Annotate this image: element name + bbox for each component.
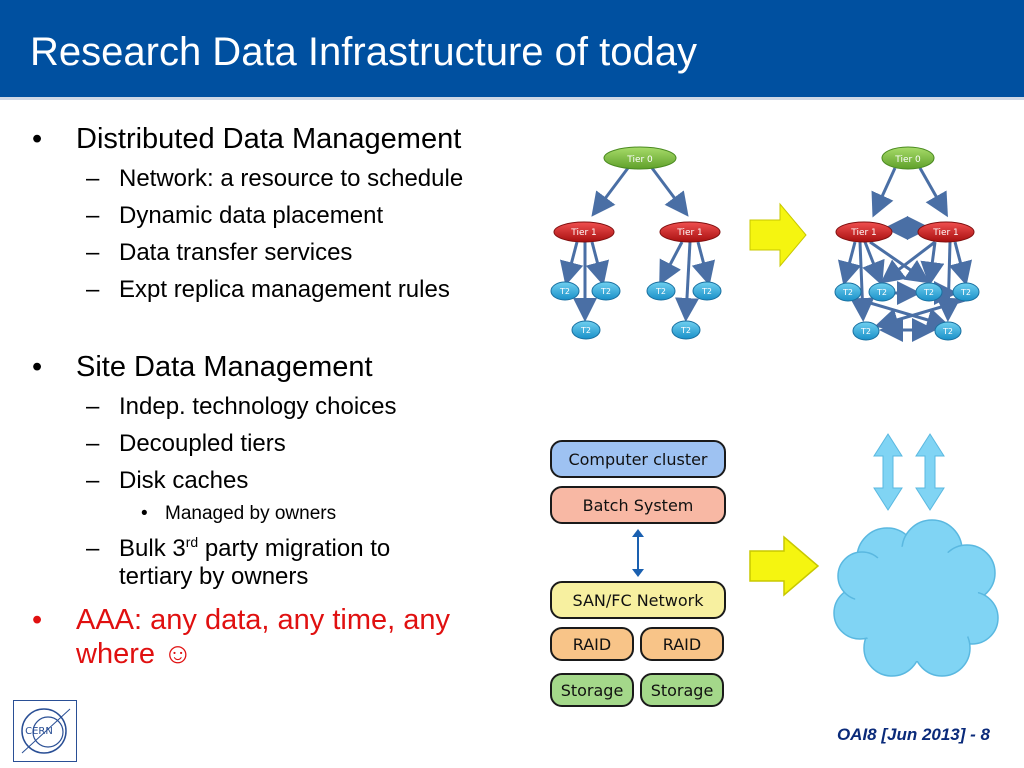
san-network-box: SAN/FC Network [550, 581, 726, 619]
sub-bullet-text: Disk caches [119, 467, 249, 494]
right-t2-nodes [834, 282, 980, 341]
left-tree-arrows [559, 167, 716, 322]
sub-bullet: –Disk caches [86, 467, 249, 494]
aaa-line1: AAA: any data, any time, any [76, 604, 450, 636]
tier0-node [881, 146, 935, 170]
cern-logo: CERN [13, 700, 77, 762]
updown-arrows-icon [873, 433, 945, 511]
tier1-label: Tier 1 [932, 228, 959, 238]
bulk-prefix: Bulk 3 [119, 535, 186, 562]
tier1-node [553, 221, 615, 243]
sub-sub-bullet-text: Managed by owners [165, 503, 337, 524]
sub-bullet: –Expt replica management rules [86, 276, 450, 303]
tier1-label: Tier 1 [570, 228, 597, 238]
raid-label: RAID [662, 634, 702, 654]
t2-label: T2 [942, 327, 953, 336]
computer-cluster-label: Computer cluster [568, 449, 708, 469]
left-t2-nodes [550, 281, 722, 340]
sub-bullet-text: Data transfer services [119, 239, 353, 266]
t2-label: T2 [701, 287, 712, 296]
tier1-label: Tier 1 [676, 228, 703, 238]
sub-bullet-text: Decoupled tiers [119, 430, 286, 457]
storage-box: Storage [640, 673, 724, 707]
computer-cluster-box: Computer cluster [550, 440, 726, 478]
tier1-node [659, 221, 721, 243]
t2-label: T2 [580, 326, 591, 335]
yellow-arrow-icon [749, 535, 820, 597]
tier1-node [917, 221, 975, 243]
tier-diagram: Tier 0 Tier 1 Tier 1 T2 T2 T2 T2 T2 T2 T… [550, 146, 980, 342]
aaa-line2: where ☺ [76, 638, 193, 670]
t2-label: T2 [655, 287, 666, 296]
double-arrow-icon [632, 529, 644, 577]
sub-bullet-text: Indep. technology choices [119, 393, 397, 420]
san-network-label: SAN/FC Network [572, 590, 704, 610]
sub-bullet: –Indep. technology choices [86, 393, 397, 420]
t2-label: T2 [842, 288, 853, 297]
cloud-icon [833, 519, 999, 677]
right-tree-arrows [837, 167, 973, 342]
tier0-label: Tier 0 [626, 155, 653, 165]
bullet-list: •Distributed Data Management –Network: a… [30, 122, 530, 671]
bullet-text: Site Data Management [76, 351, 373, 383]
footer-reference: OAI8 [Jun 2013] - 8 [836, 725, 990, 744]
sub-bullet: –Data transfer services [86, 239, 353, 266]
sub-bullet-text: Dynamic data placement [119, 202, 384, 229]
slide-title: Research Data Infrastructure of today [30, 30, 697, 74]
bullet-distributed-data-management: •Distributed Data Management [32, 123, 462, 155]
bullet-site-data-management: •Site Data Management [32, 351, 373, 383]
t2-label: T2 [860, 327, 871, 336]
t2-label: T2 [559, 287, 570, 296]
t2-label: T2 [600, 287, 611, 296]
t2-label: T2 [876, 288, 887, 297]
storage-label: Storage [560, 680, 624, 700]
sub-bullet-text: Network: a resource to schedule [119, 165, 464, 192]
raid-box: RAID [550, 627, 634, 661]
yellow-arrow-icon [749, 202, 807, 268]
bullet-text: Distributed Data Management [76, 123, 462, 155]
raid-box: RAID [640, 627, 724, 661]
tier1-node [835, 221, 893, 243]
raid-label: RAID [572, 634, 612, 654]
t2-label: T2 [960, 288, 971, 297]
tier0-label: Tier 0 [894, 155, 921, 165]
sub-bullet: –Dynamic data placement [86, 202, 384, 229]
sub-sub-bullet: •Managed by owners [141, 503, 337, 524]
tier0-node [603, 146, 677, 170]
tier1-label: Tier 1 [850, 228, 877, 238]
sub-bullet-text: Expt replica management rules [119, 276, 450, 303]
batch-system-box: Batch System [550, 486, 726, 524]
bulk-suffix: party migration to [198, 535, 391, 562]
title-bar: Research Data Infrastructure of today [0, 0, 1024, 100]
bulk-sup: rd [185, 534, 199, 550]
t2-label: T2 [680, 326, 691, 335]
batch-system-label: Batch System [582, 495, 694, 515]
storage-box: Storage [550, 673, 634, 707]
sub-bullet: –Decoupled tiers [86, 430, 286, 457]
t2-label: T2 [923, 288, 934, 297]
sub-bullet: –Network: a resource to schedule [86, 165, 464, 192]
bulk-line2: tertiary by owners [119, 563, 309, 590]
storage-label: Storage [650, 680, 714, 700]
cern-logo-text: CERN [25, 726, 53, 737]
